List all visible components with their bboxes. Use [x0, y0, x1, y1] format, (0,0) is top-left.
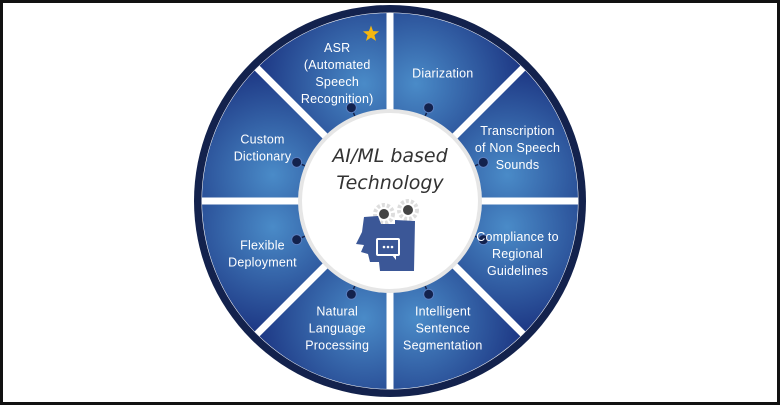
center-title-line-2: Technology	[336, 172, 444, 194]
segment-label-line: Compliance to	[476, 230, 559, 244]
segment-label-line: Transcription	[480, 124, 554, 138]
segment-divider	[449, 260, 526, 337]
segment-label-line: Processing	[305, 338, 369, 352]
segment-label-line: Deployment	[228, 255, 297, 269]
segment-label-line: Natural	[316, 304, 358, 318]
center-title-line-1: AI/ML based	[330, 145, 448, 167]
segment-label-line: Intelligent	[415, 304, 471, 318]
segment-divider	[449, 65, 526, 142]
star-icon	[362, 25, 380, 41]
segment-label-line: Sentence	[416, 321, 470, 335]
gear-icon	[373, 203, 395, 225]
segment-label-line: Dictionary	[234, 150, 292, 164]
gear-icon	[397, 199, 419, 221]
segment-label-line: Speech	[315, 75, 359, 89]
segment-divider	[254, 65, 331, 142]
center-circle	[302, 113, 478, 289]
segment-label-line: Recognition)	[301, 92, 374, 106]
segment-label-line: Regional	[492, 247, 543, 261]
segment-label-line: Language	[309, 321, 366, 335]
segment-label-line: (Automated	[304, 58, 371, 72]
segment-label-line: Diarization	[412, 67, 473, 81]
segment-divider	[254, 260, 331, 337]
segment-label-line: Flexible	[240, 238, 285, 252]
ai-head-icon	[356, 199, 419, 271]
segment-label-line: Guidelines	[487, 264, 548, 278]
chat-bubble-icon	[376, 238, 400, 260]
segment-label-line: Sounds	[496, 158, 540, 172]
segment-label-line: ASR	[324, 41, 350, 55]
segment-label-line: Custom	[240, 133, 284, 147]
segment-label-line: Segmentation	[403, 338, 483, 352]
segment-label-line: of Non Speech	[475, 141, 560, 155]
